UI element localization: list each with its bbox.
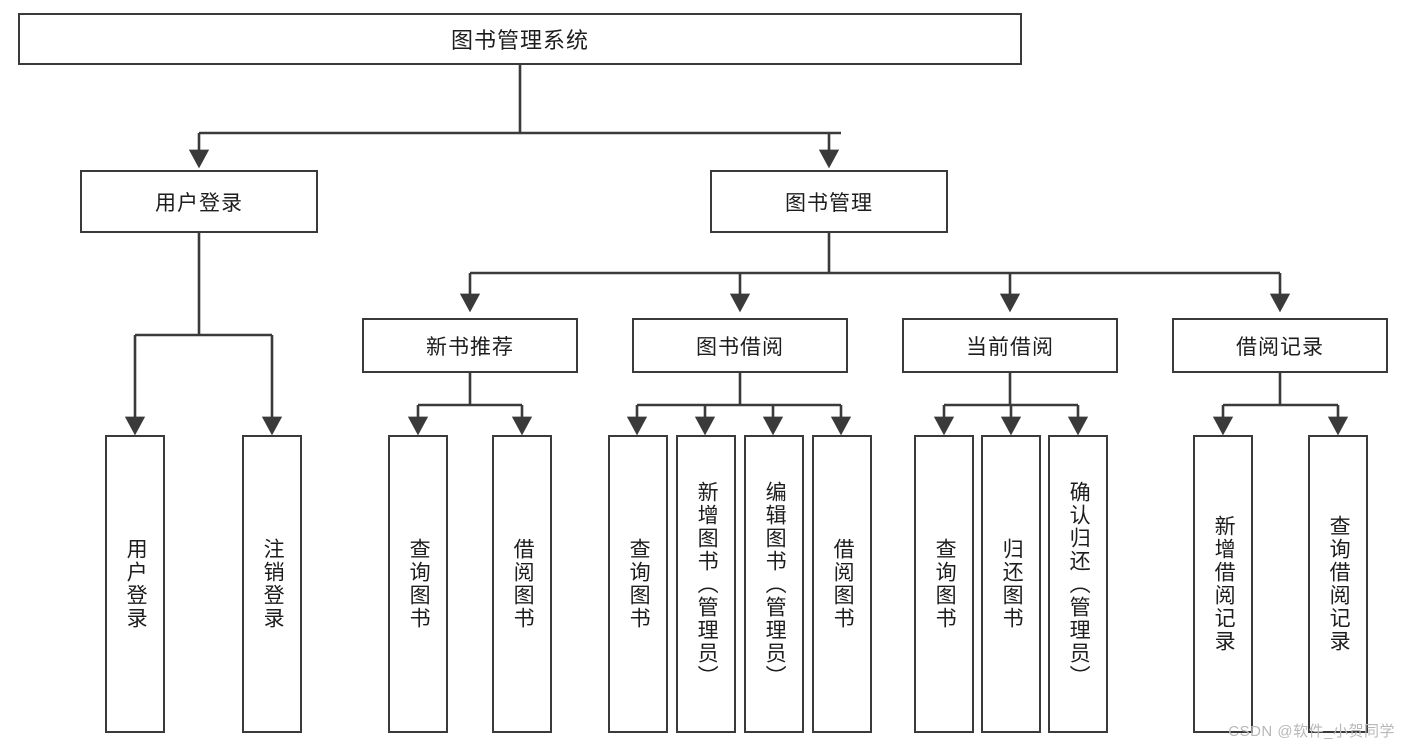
leaf-return-book-label: 归还图书 bbox=[1000, 538, 1024, 630]
node-book-management[interactable]: 图书管理 bbox=[710, 170, 948, 233]
leaf-user-login[interactable]: 用户登录 bbox=[105, 435, 165, 733]
node-current-borrow-label: 当前借阅 bbox=[966, 335, 1054, 359]
node-book-management-label: 图书管理 bbox=[785, 191, 873, 215]
leaf-logout[interactable]: 注销登录 bbox=[242, 435, 302, 733]
node-root-system[interactable]: 图书管理系统 bbox=[18, 13, 1022, 65]
leaf-borrow-book[interactable]: 借阅图书 bbox=[812, 435, 872, 733]
leaf-user-login-label: 用户登录 bbox=[124, 538, 148, 630]
leaf-query-borrow-record-label: 查询借阅记录 bbox=[1327, 515, 1351, 653]
leaf-new-book-borrow-label: 借阅图书 bbox=[511, 538, 535, 630]
node-book-borrow[interactable]: 图书借阅 bbox=[632, 318, 848, 373]
leaf-add-borrow-record[interactable]: 新增借阅记录 bbox=[1193, 435, 1253, 733]
node-root-label: 图书管理系统 bbox=[450, 28, 589, 53]
leaf-confirm-return-admin-label: 确认归还（管理员） bbox=[1067, 480, 1091, 688]
node-new-book-recommend-label: 新书推荐 bbox=[426, 335, 514, 359]
leaf-confirm-return-admin[interactable]: 确认归还（管理员） bbox=[1048, 435, 1108, 733]
csdn-watermark: CSDN @软件_小贺同学 bbox=[1228, 723, 1395, 740]
leaf-return-book[interactable]: 归还图书 bbox=[981, 435, 1041, 733]
node-borrow-records-label: 借阅记录 bbox=[1236, 335, 1324, 359]
leaf-query-borrow-record[interactable]: 查询借阅记录 bbox=[1308, 435, 1368, 733]
leaf-edit-book-admin-label: 编辑图书（管理员） bbox=[763, 480, 787, 688]
node-book-borrow-label: 图书借阅 bbox=[696, 335, 784, 359]
leaf-add-book-admin[interactable]: 新增图书（管理员） bbox=[676, 435, 736, 733]
leaf-new-book-borrow[interactable]: 借阅图书 bbox=[492, 435, 552, 733]
node-user-login[interactable]: 用户登录 bbox=[80, 170, 318, 233]
leaf-add-book-admin-label: 新增图书（管理员） bbox=[695, 480, 719, 688]
leaf-borrow-query-book-label: 查询图书 bbox=[627, 538, 651, 630]
leaf-add-borrow-record-label: 新增借阅记录 bbox=[1212, 515, 1236, 653]
leaf-logout-label: 注销登录 bbox=[261, 538, 285, 630]
node-borrow-records[interactable]: 借阅记录 bbox=[1172, 318, 1388, 373]
node-user-login-label: 用户登录 bbox=[155, 191, 243, 215]
node-new-book-recommend[interactable]: 新书推荐 bbox=[362, 318, 578, 373]
leaf-borrow-book-label: 借阅图书 bbox=[831, 538, 855, 630]
leaf-borrow-query-book[interactable]: 查询图书 bbox=[608, 435, 668, 733]
leaf-current-query-book-label: 查询图书 bbox=[933, 538, 957, 630]
leaf-new-book-query[interactable]: 查询图书 bbox=[388, 435, 448, 733]
leaf-current-query-book[interactable]: 查询图书 bbox=[914, 435, 974, 733]
leaf-new-book-query-label: 查询图书 bbox=[407, 538, 431, 630]
node-current-borrow[interactable]: 当前借阅 bbox=[902, 318, 1118, 373]
leaf-edit-book-admin[interactable]: 编辑图书（管理员） bbox=[744, 435, 804, 733]
